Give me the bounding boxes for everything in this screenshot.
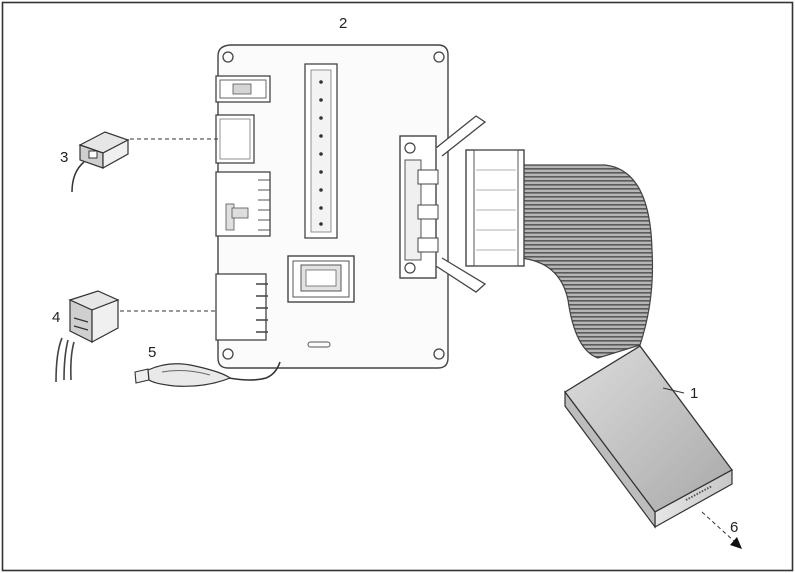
board-slot (307, 341, 331, 348)
ribbon-plug (465, 149, 525, 267)
large-side-connector (215, 171, 271, 237)
control-unit-box (564, 345, 733, 529)
sensor-socket-4 (215, 273, 268, 341)
header-connector-small (215, 75, 271, 103)
relay-socket (287, 255, 355, 303)
callout-6: 6 (730, 519, 738, 536)
vertical-pin-header (304, 63, 338, 239)
sensor-4 (55, 290, 120, 383)
callout-2: 2 (339, 15, 347, 32)
ribbon-header-socket (399, 115, 487, 293)
ribbon-cable (519, 164, 654, 359)
callout-5: 5 (148, 344, 156, 361)
circuit-board (215, 44, 487, 369)
probe-5 (134, 361, 281, 387)
mounting-hole (222, 51, 445, 360)
output-arrow-6 (701, 511, 742, 549)
callout-4: 4 (52, 309, 60, 326)
leader-line-1 (662, 387, 685, 394)
callout-3: 3 (60, 149, 68, 166)
sensor-socket-3 (215, 114, 255, 164)
sensor-3 (71, 131, 130, 193)
callout-1: 1 (690, 385, 698, 402)
